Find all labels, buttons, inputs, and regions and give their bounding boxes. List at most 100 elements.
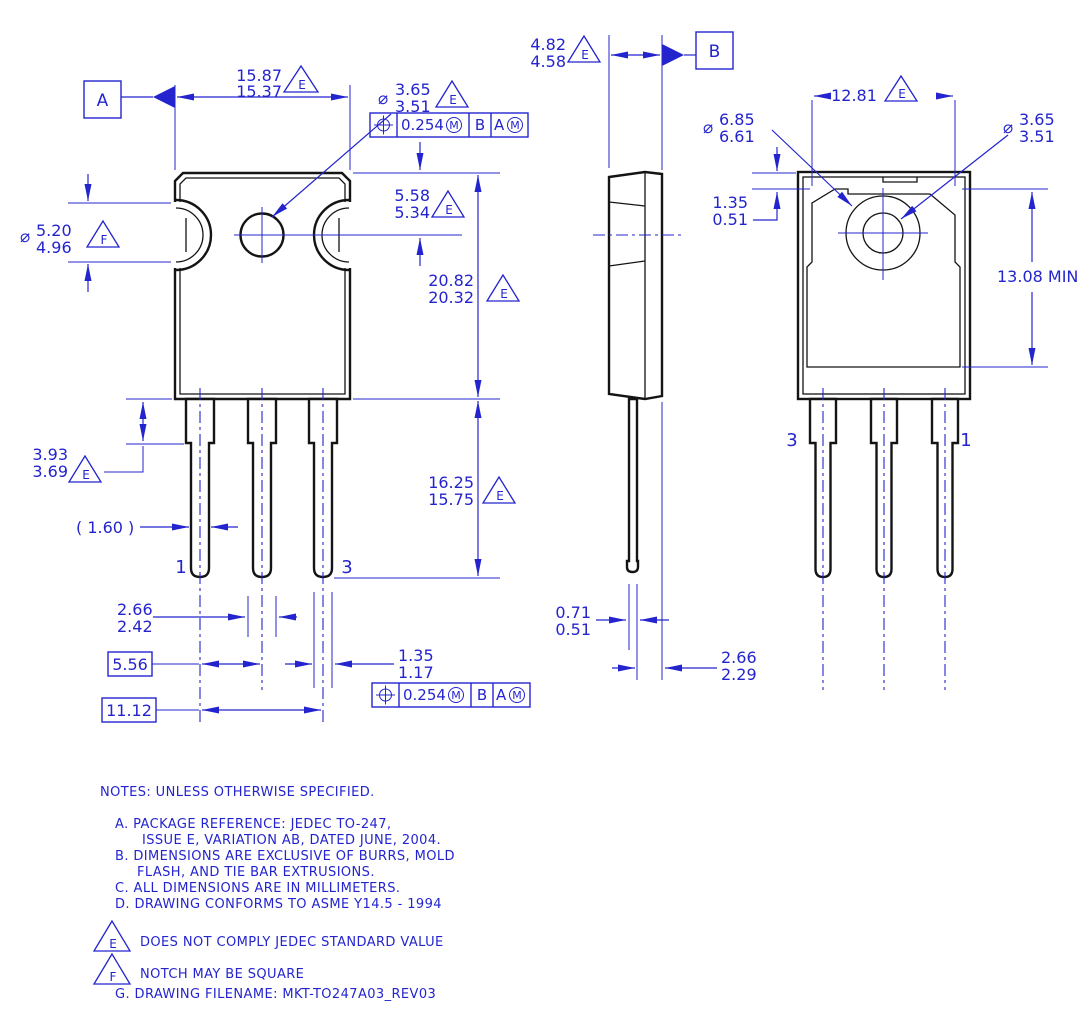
dim-tab-height-value: 13.08 MIN [997,267,1078,286]
dim-front-hole-max: 3.65 [395,80,431,99]
dim-lead-offset: 2.66 2.29 [612,402,757,684]
left-notch-mask [171,202,183,268]
fcf-tolerance: 0.254 [401,116,444,134]
diameter-symbol: ⌀ [20,227,30,247]
flag-e-triangle [67,454,103,483]
diameter-symbol: ⌀ [378,89,388,109]
flag-e-letter: E [898,87,906,101]
fcf-datum-b: B [475,116,485,134]
fcf-modifier: M [449,119,459,132]
dim-lead-thick-min: 0.51 [555,620,591,639]
note-e: DOES NOT COMPLY JEDEC STANDARD VALUE [140,935,444,950]
dim-front-hole-min: 3.51 [395,97,431,116]
dim-thickness-max: 4.82 [530,35,566,54]
datum-a-label: A [97,91,109,111]
dim-lead-thick-max: 0.71 [555,603,591,622]
flag-e-letter: E [82,468,90,482]
dim-notch-min: 4.96 [36,238,72,257]
dim-tab-inset: 1.35 0.51 [712,147,810,229]
dim-inset-max: 1.35 [712,193,748,212]
back-pin-right-label: 1 [960,430,971,451]
flag-e-triangle [92,919,132,952]
fcf-datum-a: A [494,116,505,134]
diameter-symbol: ⌀ [703,118,713,138]
dim-shoulder-min: 3.69 [32,462,68,481]
flag-e-triangle [282,64,320,93]
dim-tab-width: 12.81 E [811,74,956,186]
flag-f-letter: F [101,233,108,247]
dim-hole-from-top: 5.58 5.34 E [286,142,500,266]
fcf-tolerance: 0.254 [403,686,446,704]
position-symbol-icon [374,115,393,135]
flag-e-triangle [485,273,521,302]
flag-f-triangle [92,952,132,985]
flag-e-triangle [883,74,919,102]
dim-body-width-max: 15.87 [236,66,282,85]
dim-inset-min: 0.51 [712,210,748,229]
flag-e-letter: E [500,287,508,301]
centerlines [199,188,946,726]
fcf-modifier2: M [510,119,520,132]
left-notch-arc [175,198,213,272]
dim-wide-lead-max: 2.66 [117,600,153,619]
fcf-top: 0.254 M B A M [369,112,529,138]
flag-f-triangle [85,219,121,248]
datum-b-label: B [709,42,721,62]
dim-lead-length-max: 16.25 [428,473,474,492]
flag-e-letter: E [496,489,504,503]
dim-back-hole: ⌀ 3.65 3.51 [900,110,1055,220]
datum-a-arrow [153,86,175,108]
dim-body-width: 15.87 15.37 E [174,64,351,170]
dim-hole-top-min: 5.34 [394,203,430,222]
fcf-modifier2: M [512,689,522,702]
flag-e-triangle [481,475,517,504]
dim-lead-length-min: 15.75 [428,490,474,509]
note-b-line2: FLASH, AND TIE BAR EXTRUSIONS. [137,865,375,880]
dim-boss-min: 6.61 [719,127,755,146]
flag-e-letter: E [581,48,589,62]
dim-lead-width-max: 1.35 [398,646,434,665]
flag-e-triangle [566,34,602,63]
note-c: C. ALL DIMENSIONS ARE IN MILLIMETERS. [115,881,400,896]
datum-b: B [662,31,734,70]
dim-back-hole-min: 3.51 [1019,127,1055,146]
heatsink-tab [806,188,961,368]
flag-e-letter: E [449,93,457,107]
dim-boss: ⌀ 6.85 6.61 [703,110,853,207]
flag-e-triangle [434,79,470,108]
notes-header: NOTES: UNLESS OTHERWISE SPECIFIED. [100,785,375,800]
dim-thickness-min: 4.58 [530,52,566,71]
dim-thickness: 4.82 4.58 E [530,34,663,170]
datum-a: A [83,80,175,119]
dim-tab-width-value: 12.81 [831,86,877,105]
dim-wide-lead: 2.66 2.42 [117,596,297,637]
dim-offset-min: 2.29 [721,665,757,684]
flag-e-triangle [430,189,466,218]
note-d: D. DRAWING CONFORMS TO ASME Y14.5 - 1994 [115,897,442,912]
dim-lead-ref-value: ( 1.60 ) [76,518,134,537]
side-view-outline [607,170,664,574]
side-lead [625,397,640,574]
dim-back-hole-max: 3.65 [1019,110,1055,129]
note-a-line1: A. PACKAGE REFERENCE: JEDEC TO-247, [115,817,391,832]
mmc-circle-icon [509,687,525,703]
position-symbol-icon [376,685,395,705]
dim-boss-max: 6.85 [719,110,755,129]
dim-lead-thickness: 0.71 0.51 [555,584,669,680]
dim-lead-length: 16.25 15.75 E [334,401,517,579]
flag-e-letter: E [298,78,306,92]
note-g: G. DRAWING FILENAME: MKT-TO247A03_REV03 [115,987,436,1002]
mmc-circle-icon [446,117,462,133]
mmc-circle-icon [507,117,523,133]
dim-body-height-max: 20.82 [428,271,474,290]
dim-front-hole: ⌀ 3.65 3.51 E [271,79,470,218]
dim-notch-max: 5.20 [36,221,72,240]
fcf-datum-a: A [496,686,507,704]
mmc-circle-icon [448,687,464,703]
flag-e-letter: E [445,203,453,217]
dim-shoulder-max: 3.93 [32,445,68,464]
dim-body-width-min: 15.37 [236,82,282,101]
datum-b-arrow [662,44,684,66]
